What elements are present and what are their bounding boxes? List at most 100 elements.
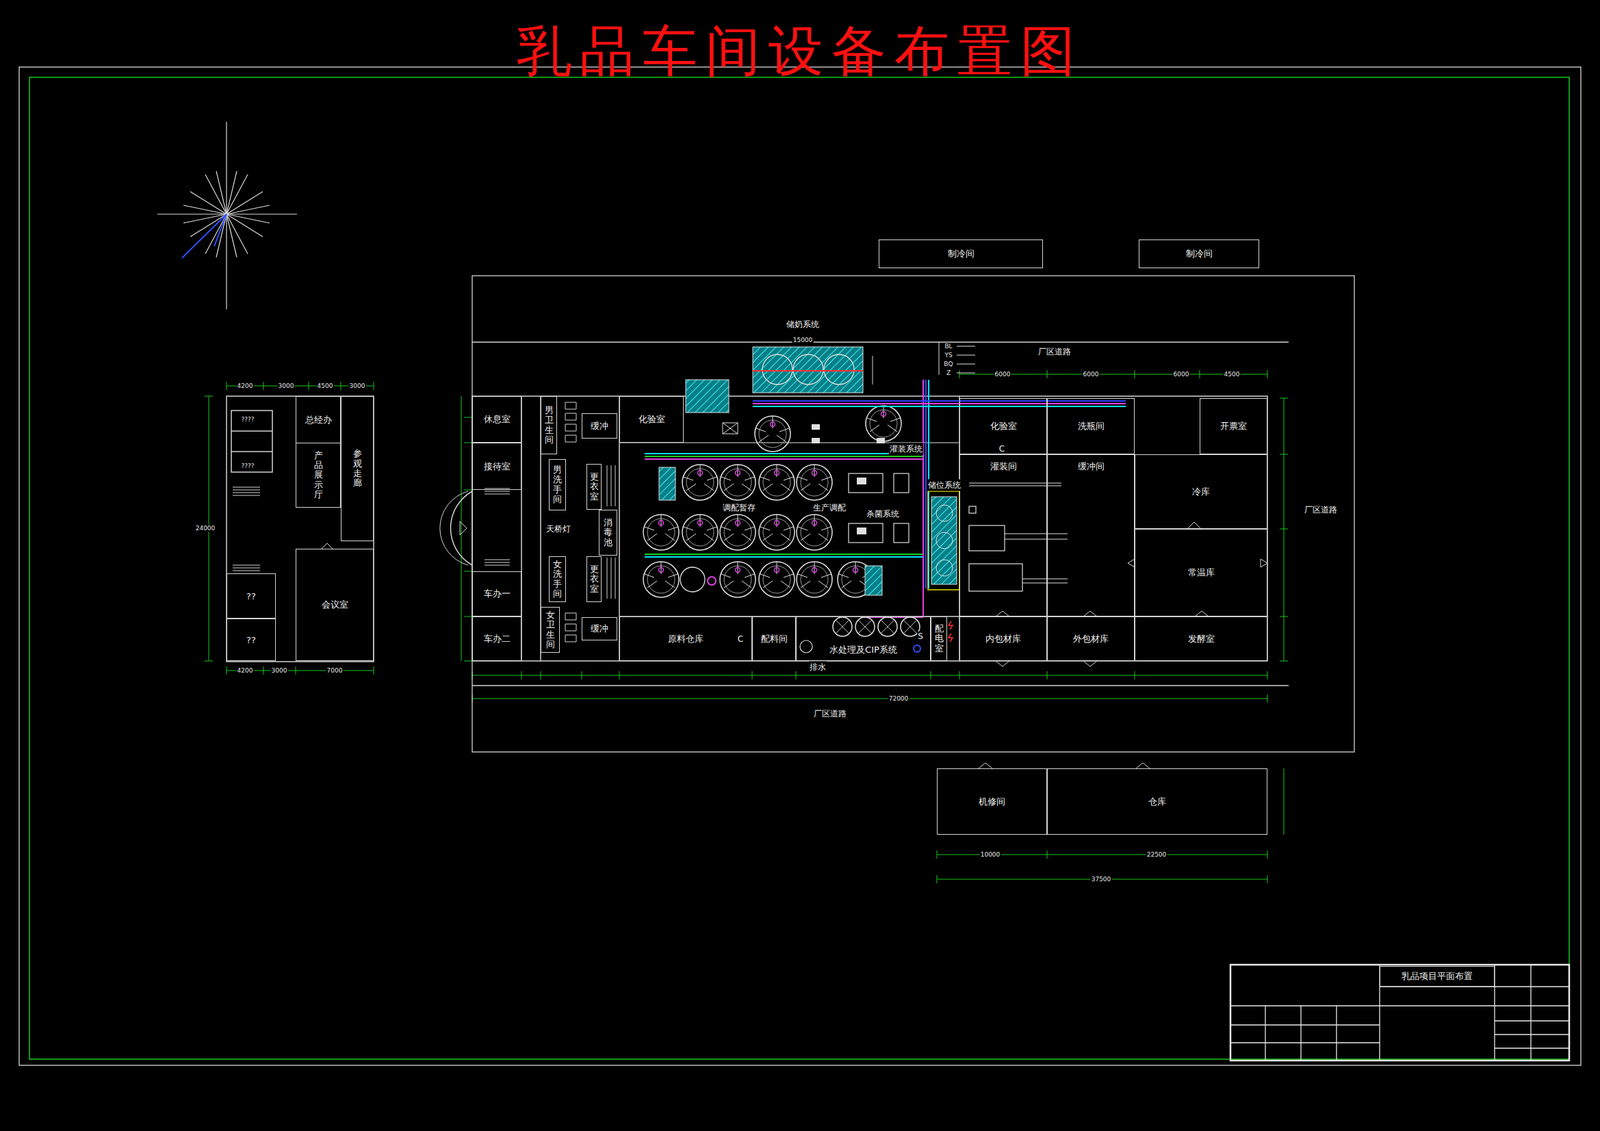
process-pipes-part	[644, 553, 924, 556]
process-pipes	[644, 342, 1126, 618]
filling-machines-part	[969, 525, 1005, 551]
room-label: 化验室	[637, 413, 666, 426]
process-pipes-part	[644, 458, 924, 460]
room-label: ??	[245, 635, 257, 646]
room-label: 休息室	[483, 413, 512, 426]
room-box: 接待室	[472, 442, 522, 490]
compass-part	[214, 214, 227, 247]
sheet-frame-part	[29, 77, 1570, 1060]
area-label: 生产调配	[812, 502, 847, 514]
filling-machines-part	[1022, 582, 1068, 584]
process-pipes-part	[644, 453, 924, 455]
office-building-part	[231, 450, 273, 453]
room-label: 更衣室	[589, 472, 599, 502]
dimension-text: 37500	[1090, 875, 1113, 883]
title-block-part	[1230, 1005, 1570, 1006]
dimension-lines-part	[959, 370, 1268, 379]
room-label: 发酵室	[1187, 633, 1216, 646]
room-label: 更衣室	[589, 564, 599, 595]
production-building-part	[450, 491, 473, 566]
area-label: 储奶系统	[785, 318, 820, 331]
title-block-part	[1230, 1042, 1380, 1043]
process-pipes-part	[644, 556, 924, 558]
title-block-part	[1335, 1005, 1337, 1061]
milk-storage-tanks-part	[752, 370, 863, 372]
sheet-frame	[19, 67, 1581, 1066]
area-label: 储位系统	[927, 479, 962, 492]
room-box: 更衣室	[586, 463, 602, 510]
process-pipes-part	[927, 491, 960, 590]
area-label: 排水	[808, 661, 827, 674]
office-building	[226, 396, 374, 662]
milk-storage-tanks-part	[722, 422, 738, 434]
filling-machines-part	[969, 563, 1023, 592]
dimension-lines-part	[472, 671, 1268, 680]
room-box: 发酵室	[1134, 616, 1268, 662]
area-label: C	[737, 634, 744, 644]
room-label: 开票室	[1219, 420, 1248, 433]
process-tanks-part	[865, 405, 902, 442]
title-block-part	[1530, 964, 1531, 1061]
title-block-part	[1494, 1047, 1570, 1049]
dimension-text: BQ	[943, 360, 954, 368]
dimension-lines-part	[1279, 398, 1288, 662]
room-box: 休息室	[472, 396, 522, 443]
process-tanks-part	[893, 473, 909, 493]
site-boundary-part	[472, 685, 1289, 686]
dimension-lines-part	[936, 875, 1268, 884]
room-label: 缓冲间	[1077, 460, 1106, 473]
process-tanks-part	[856, 477, 867, 485]
title-block-part	[1300, 1005, 1301, 1061]
room-box: 女卫生间	[540, 607, 560, 653]
room-box: 配料间	[752, 616, 796, 662]
area-label: 杀菌系统	[865, 508, 900, 521]
room-label: 原料仓库	[667, 633, 705, 646]
room-label: 消毒池	[603, 518, 613, 548]
dimension-text: 72000	[888, 695, 910, 703]
dimension-lines-part	[226, 666, 374, 675]
process-pipes-part	[936, 532, 953, 549]
area-label: C	[998, 444, 1006, 454]
office-building-part	[232, 565, 261, 571]
room-box: 男卫生间	[540, 396, 558, 455]
room-box: 配电室	[930, 616, 948, 662]
process-tanks-part	[719, 514, 756, 551]
dimension-text: 6000	[1082, 370, 1100, 378]
process-tanks-part	[758, 464, 795, 501]
title-block-part	[1493, 1005, 1495, 1061]
dimension-text: 3000	[277, 382, 295, 390]
site-boundary-part	[472, 341, 1289, 343]
room-box: ??	[226, 573, 276, 619]
milk-storage-tanks-part	[752, 346, 863, 393]
room-label: 车办二	[483, 633, 512, 646]
room-box: 洗瓶间	[1047, 398, 1135, 455]
room-box: 外包材库	[1047, 616, 1135, 662]
room-label: 灌装间	[989, 460, 1018, 473]
area-label: 厂区道路	[813, 708, 848, 720]
milk-storage-tanks	[685, 346, 873, 434]
production-building-part	[459, 521, 467, 536]
dimension-text: Z	[945, 369, 952, 377]
process-pipes-part	[922, 379, 924, 589]
compass-part	[205, 174, 248, 254]
milk-storage-tanks-part	[872, 355, 874, 385]
office-building-part	[231, 410, 273, 473]
room-label: 接待室	[483, 460, 512, 473]
compass	[157, 121, 298, 310]
room-box: 化验室	[619, 396, 684, 443]
room-label: 制冷间	[1185, 247, 1214, 261]
process-tanks-part	[682, 514, 718, 551]
dimension-text: 7000	[326, 667, 344, 675]
process-pipes-part	[752, 403, 1126, 405]
office-building-part	[232, 487, 261, 496]
milk-storage-tanks-part	[685, 379, 729, 413]
process-tanks-part	[796, 514, 833, 551]
room-label: 配料间	[760, 633, 789, 646]
room-box: 缓冲	[581, 413, 618, 439]
dimension-lines-part	[463, 417, 473, 662]
production-building-part	[995, 611, 1209, 667]
title-block-part	[1264, 1005, 1266, 1061]
process-tanks-part	[643, 561, 679, 598]
dimension-text: 15000	[792, 336, 814, 344]
room-label: 乳品项目平面布置	[1400, 970, 1474, 983]
